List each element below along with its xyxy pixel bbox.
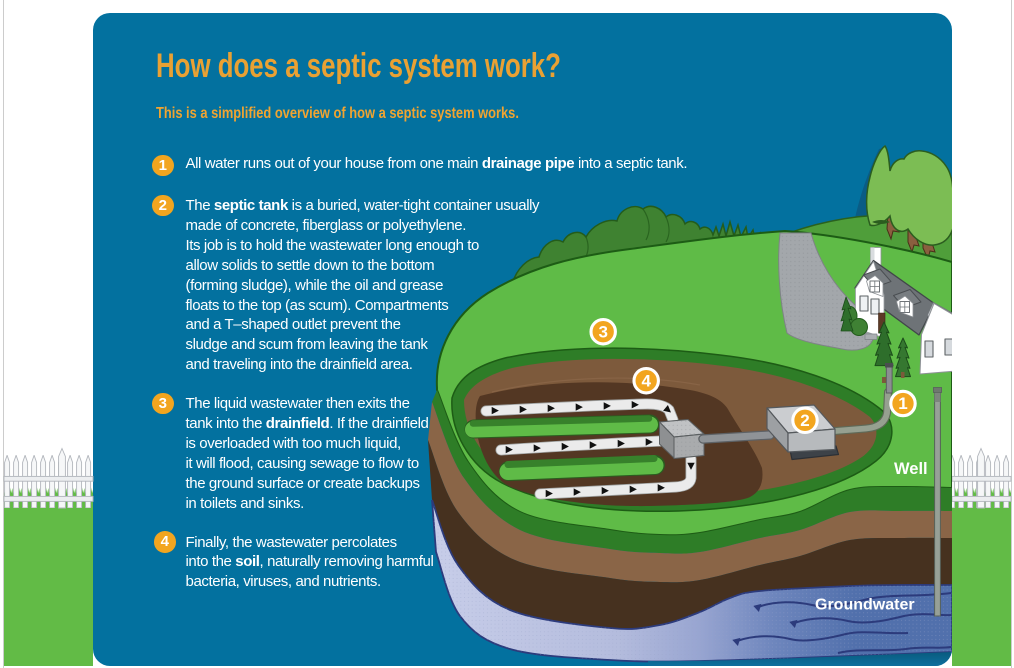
svg-text:3: 3 [598, 322, 607, 341]
svg-text:Groundwater: Groundwater [815, 597, 915, 614]
svg-text:2: 2 [800, 411, 809, 430]
svg-text:1: 1 [898, 394, 907, 413]
svg-text:Well: Well [894, 460, 928, 478]
svg-text:4: 4 [641, 371, 651, 390]
